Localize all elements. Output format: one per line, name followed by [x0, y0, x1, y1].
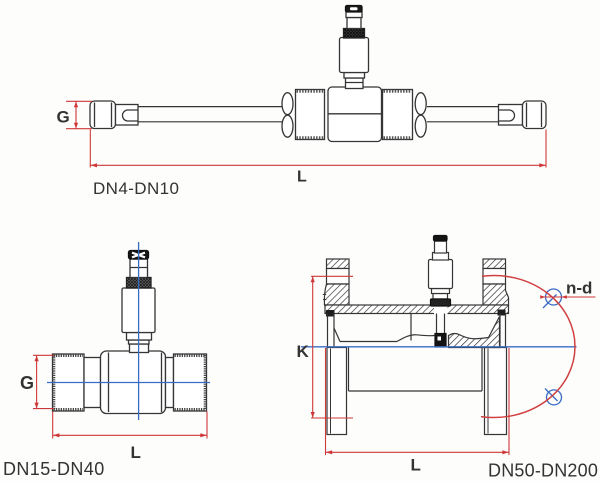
svg-text:L: L [297, 169, 307, 186]
svg-text:G: G [20, 373, 34, 393]
svg-text:K: K [297, 342, 310, 361]
svg-text:DN50-DN200: DN50-DN200 [488, 461, 598, 481]
svg-text:n-d: n-d [566, 279, 592, 298]
svg-text:L: L [411, 456, 421, 475]
svg-text:DN4-DN10: DN4-DN10 [93, 179, 179, 198]
svg-text:G: G [57, 108, 70, 127]
svg-text:L: L [131, 443, 141, 462]
svg-text:DN15-DN40: DN15-DN40 [3, 459, 105, 479]
